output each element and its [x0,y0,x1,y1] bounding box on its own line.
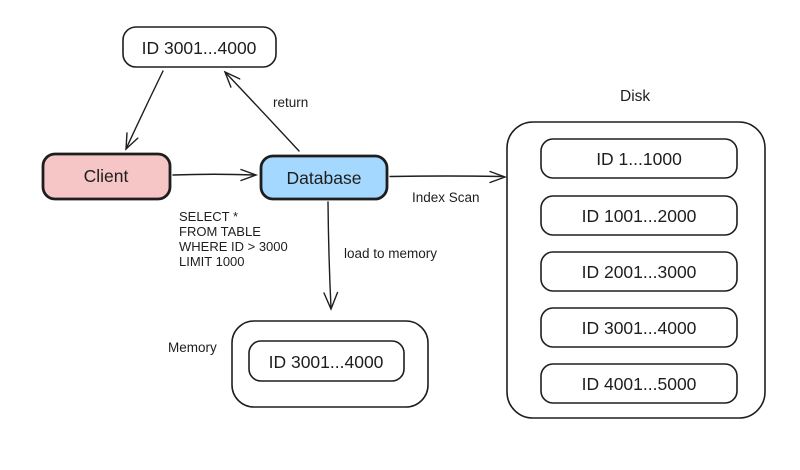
svg-text:ID 4001...5000: ID 4001...5000 [582,374,697,394]
svg-text:ID 1001...2000: ID 1001...2000 [582,206,697,226]
svg-text:ID 2001...3000: ID 2001...3000 [582,262,697,282]
svg-text:Memory: Memory [168,340,217,355]
svg-text:Database: Database [287,168,362,188]
svg-text:load to memory: load to memory [344,246,437,261]
svg-text:SELECT *: SELECT * [179,209,238,224]
svg-text:ID 3001...4000: ID 3001...4000 [269,352,384,372]
svg-text:ID 3001...4000: ID 3001...4000 [582,318,697,338]
svg-text:ID 3001...4000: ID 3001...4000 [142,38,257,58]
svg-text:WHERE ID > 3000: WHERE ID > 3000 [179,239,288,254]
svg-text:ID 1...1000: ID 1...1000 [596,149,682,169]
svg-text:Disk: Disk [620,88,650,105]
svg-text:FROM TABLE: FROM TABLE [179,224,261,239]
svg-text:Index Scan: Index Scan [412,190,480,205]
svg-text:LIMIT 1000: LIMIT 1000 [179,254,245,269]
svg-text:return: return [273,95,308,110]
svg-text:Client: Client [84,166,129,186]
